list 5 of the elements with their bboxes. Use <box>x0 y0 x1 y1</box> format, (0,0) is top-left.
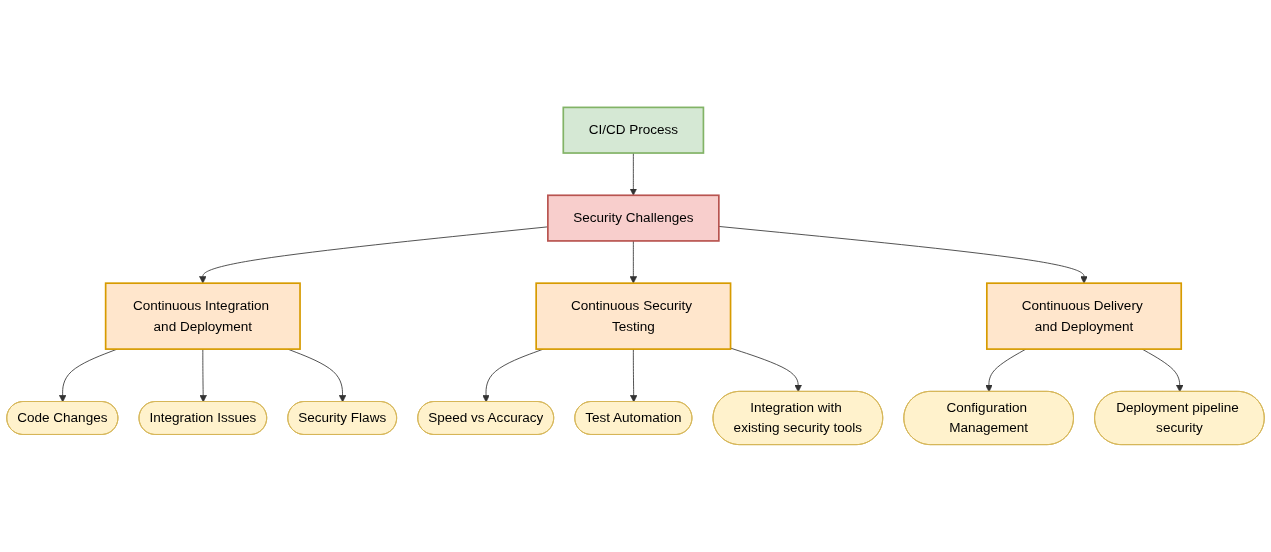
node-box: Continuous Security Testing <box>535 282 732 350</box>
node-box: Continuous Delivery and Deployment <box>986 282 1183 350</box>
node-box: CI/CD Process <box>562 106 705 154</box>
node-box: Security Challenges <box>547 194 720 242</box>
node-box: Continuous Integration and Deployment <box>104 282 301 350</box>
